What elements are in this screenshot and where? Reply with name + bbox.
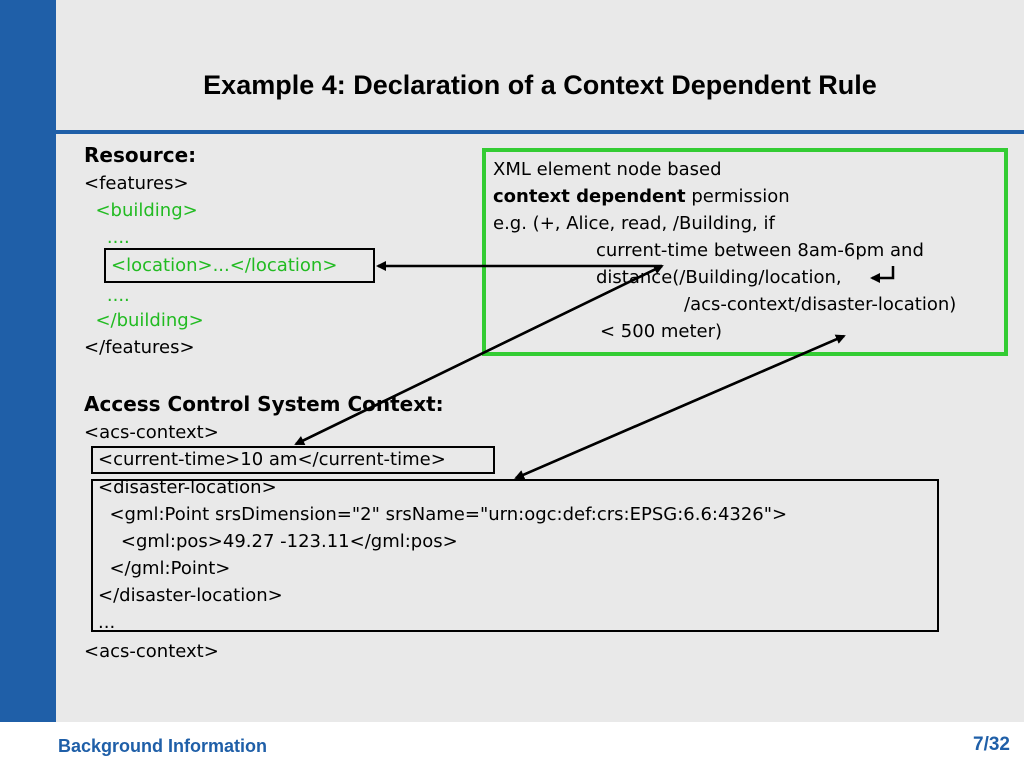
note-line-2-rest: permission <box>685 186 790 207</box>
title-divider <box>56 130 1024 134</box>
page-number: 7/32 <box>973 734 1010 755</box>
current-time-highlight-box <box>91 446 495 474</box>
code-gml-pos: <gml:pos>49.27 -123.11</gml:pos> <box>98 531 458 552</box>
resource-heading: Resource: <box>84 143 197 167</box>
code-disaster-location-open: <disaster-location> <box>98 477 277 498</box>
left-accent-bar <box>0 0 56 768</box>
code-gml-point-close: </gml:Point> <box>98 558 231 579</box>
code-ellipsis-3: ... <box>98 612 116 633</box>
note-line-4: current-time between 8am-6pm and <box>596 240 924 261</box>
note-line-2: context dependent permission <box>493 183 790 210</box>
note-line-5: distance(/Building/location, <box>596 267 842 288</box>
footer-section: Background Information <box>58 736 268 756</box>
code-features-close: </features> <box>84 337 195 358</box>
code-features-open: <features> <box>84 173 189 194</box>
note-line-7: < 500 meter) <box>600 321 723 342</box>
disaster-location-highlight-box <box>91 479 939 632</box>
code-location: <location>...</location> <box>111 255 338 276</box>
code-ellipsis-2: .... <box>84 285 130 306</box>
code-current-time: <current-time>10 am</current-time> <box>98 449 446 470</box>
note-bold-term: context dependent <box>493 186 686 207</box>
code-acs-context-open: <acs-context> <box>84 422 219 443</box>
acs-heading: Access Control System Context: <box>84 392 444 416</box>
footer-bar <box>0 722 1024 768</box>
code-building-open: <building> <box>84 200 198 221</box>
note-line-3: e.g. (+, Alice, read, /Building, if <box>493 213 775 234</box>
code-disaster-location-close: </disaster-location> <box>98 585 283 606</box>
note-line-1: XML element node based <box>493 159 722 180</box>
slide-title: Example 4: Declaration of a Context Depe… <box>203 70 877 100</box>
note-line-6: /acs-context/disaster-location) <box>684 294 957 315</box>
code-gml-point-open: <gml:Point srsDimension="2" srsName="urn… <box>98 504 788 525</box>
code-acs-context-close: <acs-context> <box>84 641 219 662</box>
code-building-close: </building> <box>84 310 204 331</box>
code-ellipsis-1: .... <box>84 227 130 248</box>
